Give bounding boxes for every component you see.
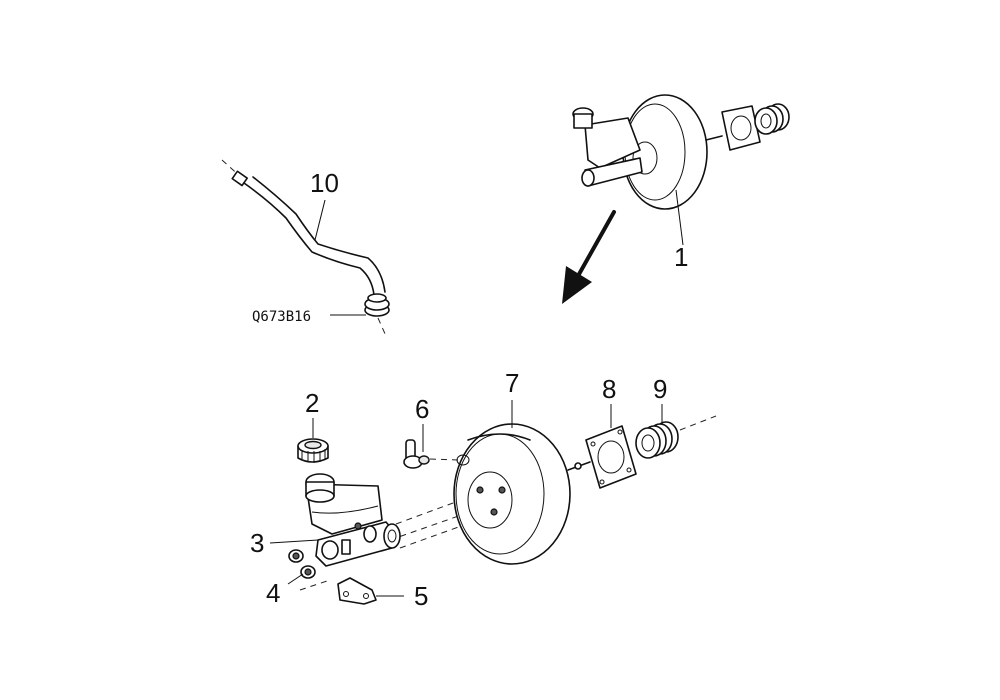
- cylinder-nut-upper: [288, 549, 304, 563]
- reservoir-cap: [297, 438, 329, 463]
- booster-grommet: [635, 421, 679, 459]
- thumb-master-cylinder: [584, 117, 641, 169]
- callout-6: 6: [415, 394, 429, 424]
- part-code-label: Q673B16: [252, 309, 311, 325]
- thumb-grommet: [754, 103, 790, 135]
- callout-5: 5: [414, 581, 428, 611]
- thumb-gasket: [721, 105, 761, 151]
- mounting-bracket: [337, 577, 377, 605]
- callout-4: 4: [266, 578, 280, 608]
- callout-3: 3: [250, 528, 264, 558]
- brake-booster: [453, 423, 591, 565]
- hose-end-fitting: [231, 170, 249, 187]
- callout-2: 2: [305, 388, 319, 418]
- brake-master-cylinder: [305, 473, 401, 567]
- leader-1: [675, 189, 684, 246]
- mounting-nut: [300, 565, 316, 579]
- hose-clip-q673b16: [364, 293, 390, 317]
- callout-8: 8: [602, 374, 616, 404]
- leader-4: [287, 573, 304, 585]
- brake-booster-assembly-thumbnail: [572, 94, 790, 246]
- callout-10: 10: [310, 168, 339, 198]
- callout-7: 7: [505, 368, 519, 398]
- explode-direction-arrow: [562, 210, 616, 304]
- leader-3: [269, 539, 319, 544]
- callout-1: 1: [674, 242, 688, 272]
- vacuum-hose: [243, 176, 386, 296]
- leader-10: [314, 199, 326, 241]
- booster-gasket: [585, 425, 637, 489]
- callout-9: 9: [653, 374, 667, 404]
- check-valve: [403, 439, 459, 469]
- vacuum-hose-assembly: [221, 159, 390, 337]
